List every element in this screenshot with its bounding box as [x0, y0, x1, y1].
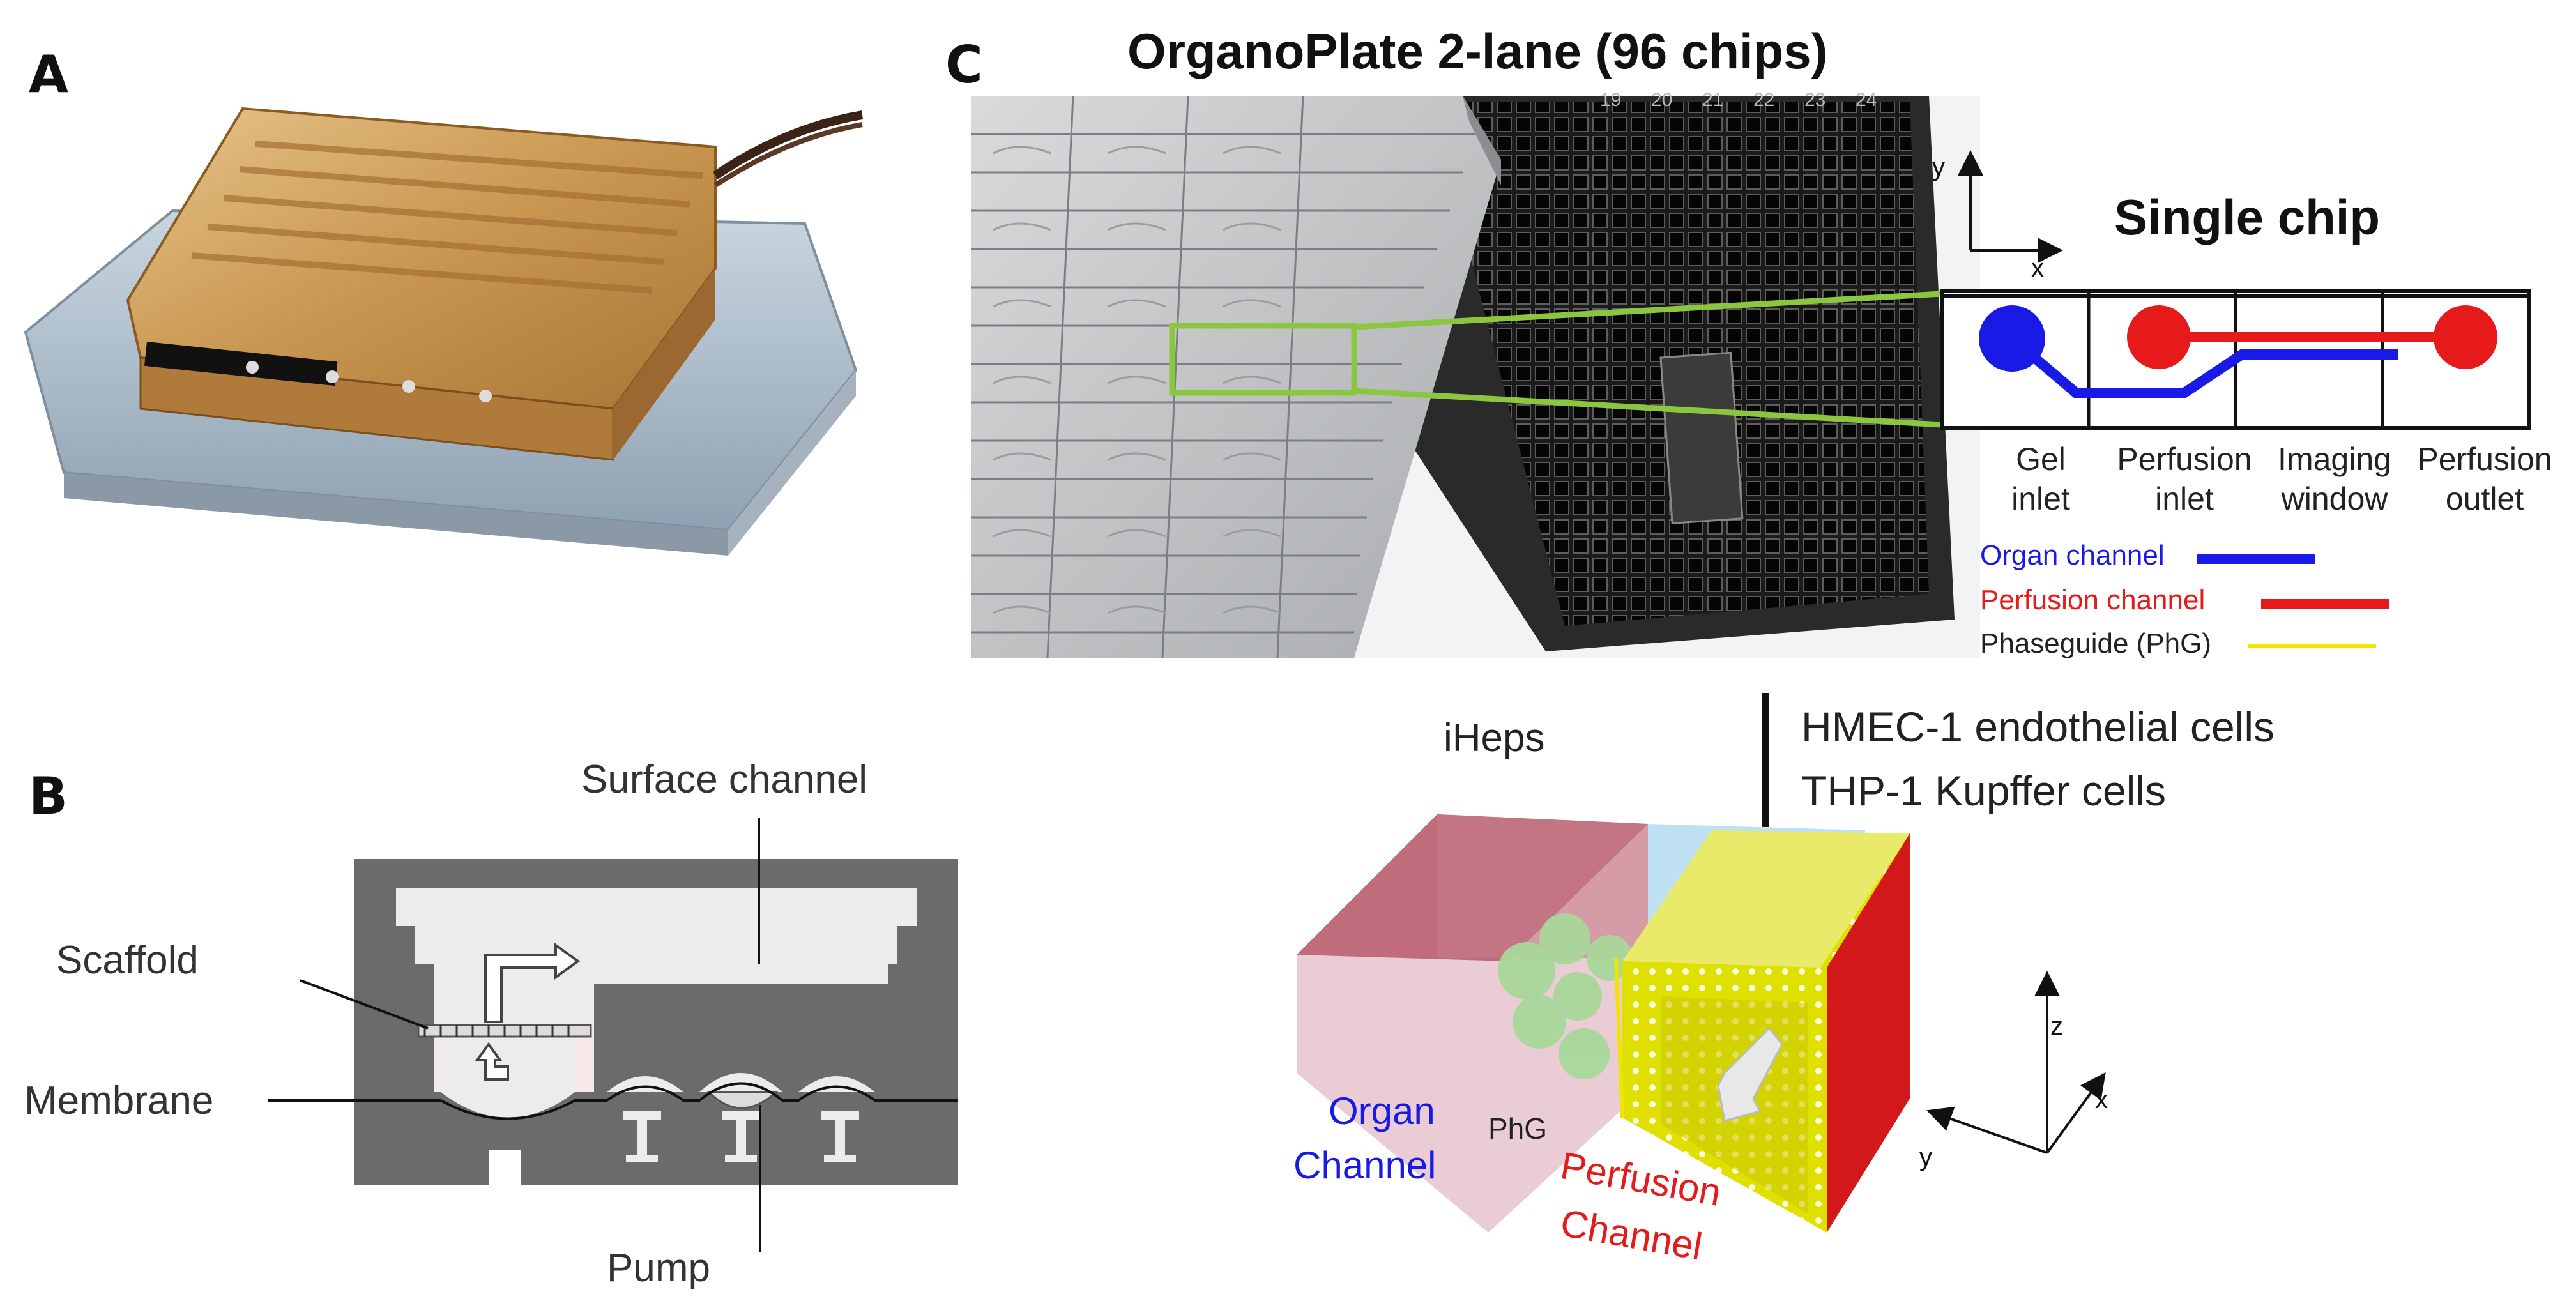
legend-perfusion-swatch — [2261, 599, 2389, 609]
label-organ-line2: Channel — [1293, 1144, 1437, 1187]
label-surface-channel: Surface channel — [581, 757, 868, 802]
legend-organ-swatch — [2197, 554, 2315, 564]
chip-col-gel-line2: inlet — [2011, 481, 2070, 517]
chip-col-perfusion-inlet-line2: inlet — [2155, 481, 2214, 517]
panel-c-title: OrganoPlate 2-lane (96 chips) — [1127, 23, 1828, 79]
legend-phaseguide-swatch — [2248, 644, 2376, 648]
plate-col-24: 24 — [1856, 89, 1877, 110]
chip-col-gel-line1: Gel — [2016, 441, 2066, 477]
panel-a-letter: A — [29, 45, 68, 104]
single-chip-title: Single chip — [2114, 189, 2381, 245]
label-hmec: HMEC-1 endothelial cells — [1801, 703, 2275, 750]
chip-col-imaging-line1: Imaging — [2278, 441, 2391, 477]
chip-col-perfusion-outlet-line1: Perfusion — [2417, 441, 2552, 477]
small-axis-x-label: x — [2031, 254, 2044, 282]
legend-phaseguide: Phaseguide (PhG) — [1980, 628, 2211, 659]
plate-col-23: 23 — [1804, 89, 1826, 110]
plate-col-19: 19 — [1600, 89, 1622, 110]
chip-col-perfusion-outlet-line2: outlet — [2445, 481, 2524, 517]
label-phg: PhG — [1488, 1112, 1548, 1145]
legend-organ-channel: Organ channel — [1980, 540, 2165, 571]
plate-col-22: 22 — [1753, 89, 1775, 110]
axis3d-z-label: z — [2050, 1012, 2063, 1040]
axis3d-x-label: x — [2095, 1086, 2108, 1114]
legend-perfusion-channel: Perfusion channel — [1980, 584, 2206, 616]
plate-col-21: 21 — [1702, 89, 1724, 110]
label-iheps: iHeps — [1444, 716, 1545, 760]
panel-c-letter: C — [945, 35, 983, 95]
label-membrane: Membrane — [24, 1079, 214, 1123]
label-organ-line1: Organ — [1329, 1090, 1435, 1132]
panel-b-letter: B — [29, 766, 68, 826]
label-pump: Pump — [607, 1246, 710, 1290]
divider-bar — [1762, 693, 1769, 827]
small-axis-y-label: y — [1932, 153, 1945, 181]
label-scaffold: Scaffold — [56, 938, 199, 982]
chip-col-imaging-line2: window — [2281, 481, 2388, 517]
axis3d-y-label: y — [1919, 1143, 1932, 1171]
chip-col-perfusion-inlet-line1: Perfusion — [2117, 441, 2252, 477]
plate-col-20: 20 — [1651, 89, 1673, 110]
label-thp: THP-1 Kupffer cells — [1801, 767, 2166, 814]
